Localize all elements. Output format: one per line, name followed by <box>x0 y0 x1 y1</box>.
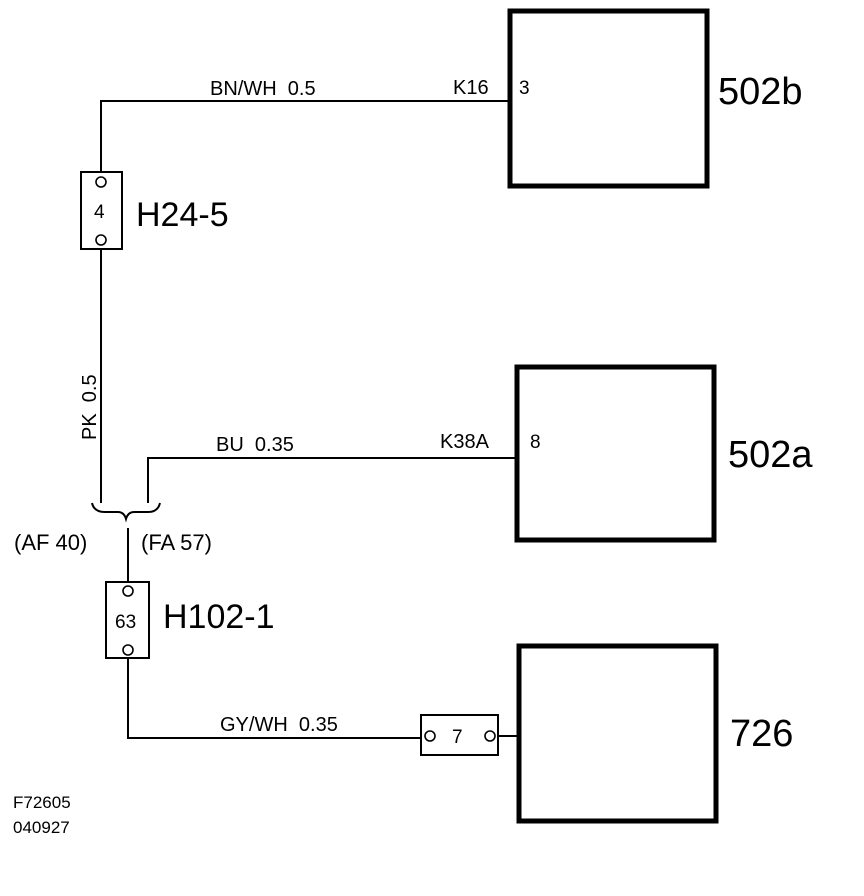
wire-bn-wh <box>100 100 510 172</box>
wire-gy-wh-label: GY/WH 0.35 <box>220 714 338 736</box>
connector-7-pin: 7 <box>452 727 463 748</box>
connector-h102-1-label: H102-1 <box>163 598 275 636</box>
wire-bu-pin: 8 <box>530 432 541 453</box>
wire-gy-wh <box>127 658 421 739</box>
splice-brace <box>91 502 161 523</box>
connector-h24-5-label: H24-5 <box>136 196 229 234</box>
connector-h102-1-hole-bottom <box>122 644 134 656</box>
component-502a-label: 502a <box>728 434 813 476</box>
wire-bn-wh-pin: 3 <box>519 78 530 99</box>
connector-h24-5-hole-top <box>95 176 107 188</box>
figure-date: 040927 <box>13 818 70 837</box>
component-502a-box <box>514 364 717 543</box>
wire-bu-label: BU 0.35 <box>216 434 294 456</box>
component-726-box <box>516 643 719 824</box>
connector-h24-5-hole-bottom <box>95 234 107 246</box>
wire-bn-wh-label: BN/WH 0.5 <box>210 78 316 100</box>
component-502b-box <box>507 8 710 189</box>
splice-right-label: (FA 57) <box>141 530 212 555</box>
connector-h102-1-hole-top <box>122 585 134 597</box>
wire-bn-wh-terminal: K16 <box>453 77 489 99</box>
component-726-label: 726 <box>730 713 793 755</box>
connector-h102-1-pin: 63 <box>115 612 136 633</box>
connector-7-hole-right <box>484 730 496 742</box>
splice-left-label: (AF 40) <box>14 530 87 555</box>
connector-7-hole-left <box>424 730 436 742</box>
wire-bu <box>147 457 517 503</box>
connector-h24-5-pin: 4 <box>94 202 105 223</box>
wire-pk-label: PK 0.5 <box>79 374 101 440</box>
component-502b-label: 502b <box>718 71 803 113</box>
wire-bu-terminal: K38A <box>440 431 490 453</box>
figure-reference: F72605 <box>13 793 71 812</box>
